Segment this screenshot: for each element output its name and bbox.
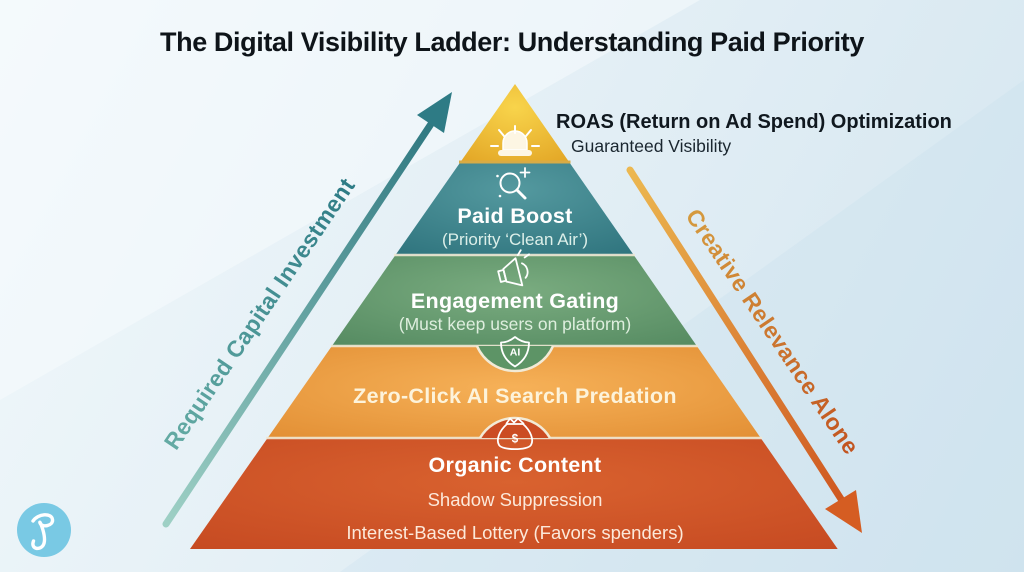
- ai-badge-bulge: [477, 346, 553, 371]
- dollar-badge-label: $: [512, 434, 519, 446]
- tier-label-zero-click: Zero-Click AI Search Predation: [353, 384, 677, 408]
- tier-label-paid-boost: Paid Boost: [457, 204, 572, 228]
- megaphone-icon: [497, 249, 530, 287]
- siren-icon: [490, 125, 540, 156]
- tier-label-organic-content: Organic Content: [429, 453, 602, 477]
- tier-label-engagement-gating: Engagement Gating: [411, 289, 619, 313]
- tier-sublabel-paid-boost: (Priority ‘Clean Air’): [442, 230, 588, 249]
- roas-label: ROAS (Return on Ad Spend) Optimization: [556, 111, 952, 133]
- magnifier-icon: [496, 167, 531, 200]
- left-axis-arrow: [162, 92, 452, 528]
- tier-shape-paid-boost: [395, 162, 634, 255]
- ai-shield-icon: AI: [500, 336, 530, 368]
- tier-shape-roas: [460, 84, 570, 162]
- brand-logo: [17, 503, 71, 557]
- script-letter-icon: [31, 513, 55, 551]
- ai-badge-bulge-border: [475, 345, 555, 373]
- ai-badge-label: AI: [510, 347, 521, 359]
- page-title: The Digital Visibility Ladder: Understan…: [160, 27, 864, 57]
- tier-shape-engagement-gating: [331, 255, 697, 346]
- money-bag-icon: $: [496, 417, 534, 451]
- tier-line-interest-lottery: Interest-Based Lottery (Favors spenders): [346, 522, 683, 543]
- tier-sublabel-engagement-gating: (Must keep users on platform): [399, 314, 631, 334]
- tier-shape-zero-click: [267, 346, 761, 438]
- tier-shape-organic-content: [190, 438, 838, 549]
- roas-sublabel: Guaranteed Visibility: [571, 136, 731, 156]
- tier-line-shadow-suppression: Shadow Suppression: [428, 489, 603, 510]
- money-badge-bump-border: [478, 416, 552, 439]
- right-axis-arrow: [626, 166, 862, 533]
